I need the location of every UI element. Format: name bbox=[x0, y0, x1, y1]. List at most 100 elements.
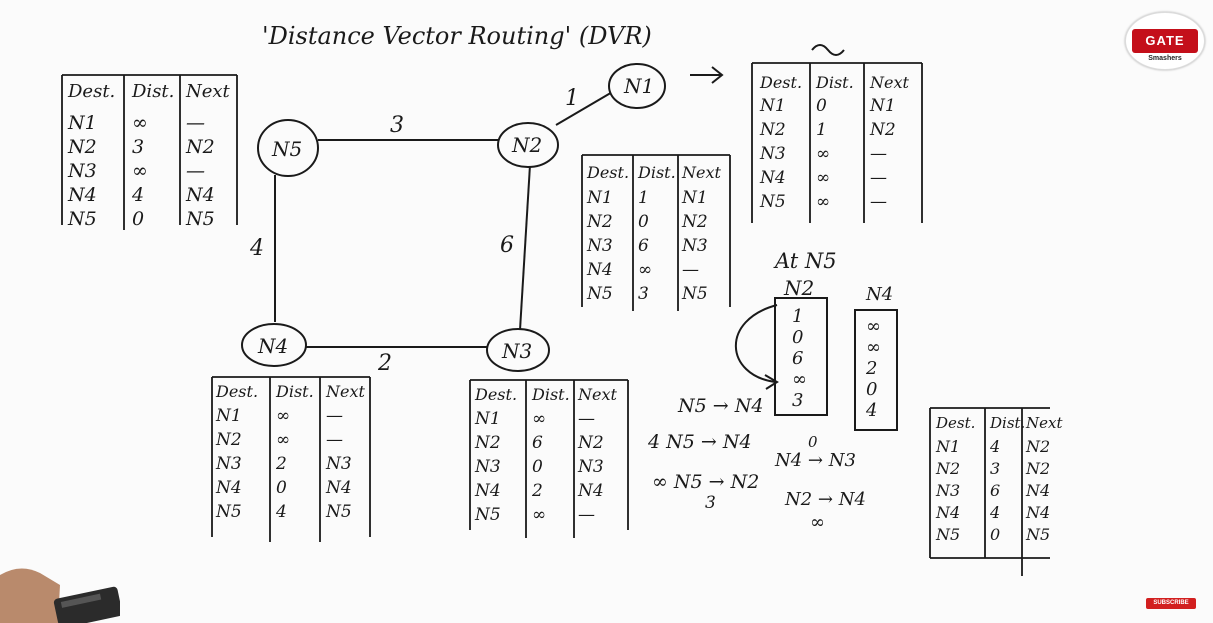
node-n4 bbox=[241, 323, 307, 367]
table-cell: N4 bbox=[1025, 503, 1050, 522]
table-cell: N1 bbox=[586, 188, 613, 208]
at-n5-n4-header: N4 bbox=[865, 284, 893, 305]
table-cell: 3 bbox=[638, 284, 649, 304]
node-n5 bbox=[257, 119, 319, 177]
table-cell: 1 bbox=[638, 188, 649, 208]
link-cost-n5-n2: 3 bbox=[390, 113, 404, 138]
table-cell: N2 bbox=[869, 120, 896, 140]
table-cell: — bbox=[682, 260, 699, 280]
work-note: N5 → N4 bbox=[677, 395, 763, 417]
table-header: Dest. bbox=[759, 73, 802, 92]
table-header: Next bbox=[185, 81, 231, 102]
table-cell: N4 bbox=[474, 481, 501, 501]
work-note: ∞ N5 → N2 bbox=[652, 471, 759, 493]
table-cell: N5 bbox=[681, 284, 708, 304]
subscribe-button[interactable]: SUBSCRIBE bbox=[1146, 598, 1196, 609]
node-n1-label: N1 bbox=[623, 74, 654, 98]
link-cost-n4-n3: 2 bbox=[377, 351, 392, 376]
table-cell: N2 bbox=[215, 430, 242, 450]
table-cell: — bbox=[578, 409, 595, 429]
table-cell: N1 bbox=[474, 409, 501, 429]
table-cell: N3 bbox=[67, 160, 97, 182]
table-cell: N2 bbox=[681, 212, 708, 232]
node-n2-label: N2 bbox=[511, 133, 542, 157]
table-cell: — bbox=[326, 406, 343, 426]
table-cell: N3 bbox=[474, 457, 501, 477]
table-cell: N3 bbox=[577, 457, 604, 477]
table-cell: ∞ bbox=[816, 144, 830, 164]
link-n2-n3 bbox=[519, 164, 531, 331]
table-cell: 0 bbox=[638, 212, 649, 232]
link-cost-n2-n3: 6 bbox=[500, 233, 514, 258]
table-cell: N3 bbox=[759, 144, 786, 164]
curved-arrow-head-icon bbox=[764, 374, 779, 390]
tilde-icon bbox=[811, 44, 845, 56]
table-cell: ∞ bbox=[276, 406, 290, 426]
channel-logo: GATE Smashers bbox=[1125, 12, 1205, 70]
table-header: Dist. bbox=[531, 385, 570, 404]
table-cell: N4 bbox=[935, 503, 960, 522]
table-cell: ∞ bbox=[816, 168, 830, 188]
table-cell: N3 bbox=[681, 236, 708, 256]
presenter-hand bbox=[0, 568, 120, 623]
table-cell: N2 bbox=[474, 433, 501, 453]
table-cell: N1 bbox=[935, 437, 960, 456]
table-cell: N5 bbox=[215, 502, 242, 522]
table-cell: N3 bbox=[215, 454, 242, 474]
table-cell: N2 bbox=[759, 120, 786, 140]
table-cell: N3 bbox=[325, 454, 352, 474]
table-cell: 0 bbox=[532, 457, 543, 477]
at-n5-label: At N5 bbox=[773, 249, 837, 273]
table-header: Next bbox=[681, 163, 721, 182]
table-header: Next bbox=[577, 385, 617, 404]
table-cell: 1 bbox=[816, 120, 827, 140]
logo-text: GATE bbox=[1132, 29, 1198, 53]
at-n5-n4-value: 0 bbox=[866, 379, 877, 400]
table-cell: N1 bbox=[67, 112, 97, 134]
table-cell: 2 bbox=[531, 481, 543, 501]
table-header: Dist. bbox=[637, 163, 676, 182]
table-cell: N4 bbox=[67, 184, 97, 206]
link-n2-n1 bbox=[555, 90, 615, 126]
table-cell: N5 bbox=[586, 284, 613, 304]
table-cell: — bbox=[186, 160, 205, 182]
table-cell: N4 bbox=[185, 184, 215, 206]
table-cell: 3 bbox=[132, 136, 144, 158]
table-cell: 0 bbox=[132, 208, 144, 230]
table-cell: N3 bbox=[586, 236, 613, 256]
table-cell: 0 bbox=[276, 478, 287, 498]
work-note: ∞ bbox=[810, 512, 825, 533]
table-cell: N1 bbox=[869, 96, 896, 116]
table-cell: N4 bbox=[577, 481, 604, 501]
table-header: Dist. bbox=[131, 81, 174, 102]
table-header: Dist. bbox=[989, 414, 1025, 432]
table-cell: ∞ bbox=[132, 112, 148, 134]
at-n5-n2-value: 6 bbox=[792, 348, 803, 369]
at-n5-n2-value: 0 bbox=[792, 327, 803, 348]
curved-arrow-icon bbox=[735, 304, 778, 383]
table-cell: N2 bbox=[577, 433, 604, 453]
at-n5-n4-value: ∞ bbox=[866, 316, 881, 337]
table-cell: N5 bbox=[185, 208, 215, 230]
at-n5-n4-column bbox=[854, 309, 898, 431]
table-header: Dest. bbox=[474, 385, 517, 404]
table-cell: N4 bbox=[215, 478, 242, 498]
table-cell: N1 bbox=[759, 96, 786, 116]
work-note: 0 bbox=[808, 433, 818, 451]
table-cell: N2 bbox=[586, 212, 613, 232]
at-n5-n2-value: ∞ bbox=[792, 369, 807, 390]
logo-subtext: Smashers bbox=[1148, 55, 1182, 62]
table-header: Next bbox=[325, 382, 365, 401]
table-cell: N4 bbox=[586, 260, 613, 280]
node-n3-label: N3 bbox=[501, 339, 532, 363]
table-cell: 4 bbox=[989, 437, 1000, 456]
table-cell: N3 bbox=[935, 481, 960, 500]
table-cell: 4 bbox=[275, 502, 287, 522]
table-cell: — bbox=[186, 112, 205, 134]
node-n1 bbox=[608, 63, 666, 109]
table-cell: N2 bbox=[1025, 437, 1050, 456]
